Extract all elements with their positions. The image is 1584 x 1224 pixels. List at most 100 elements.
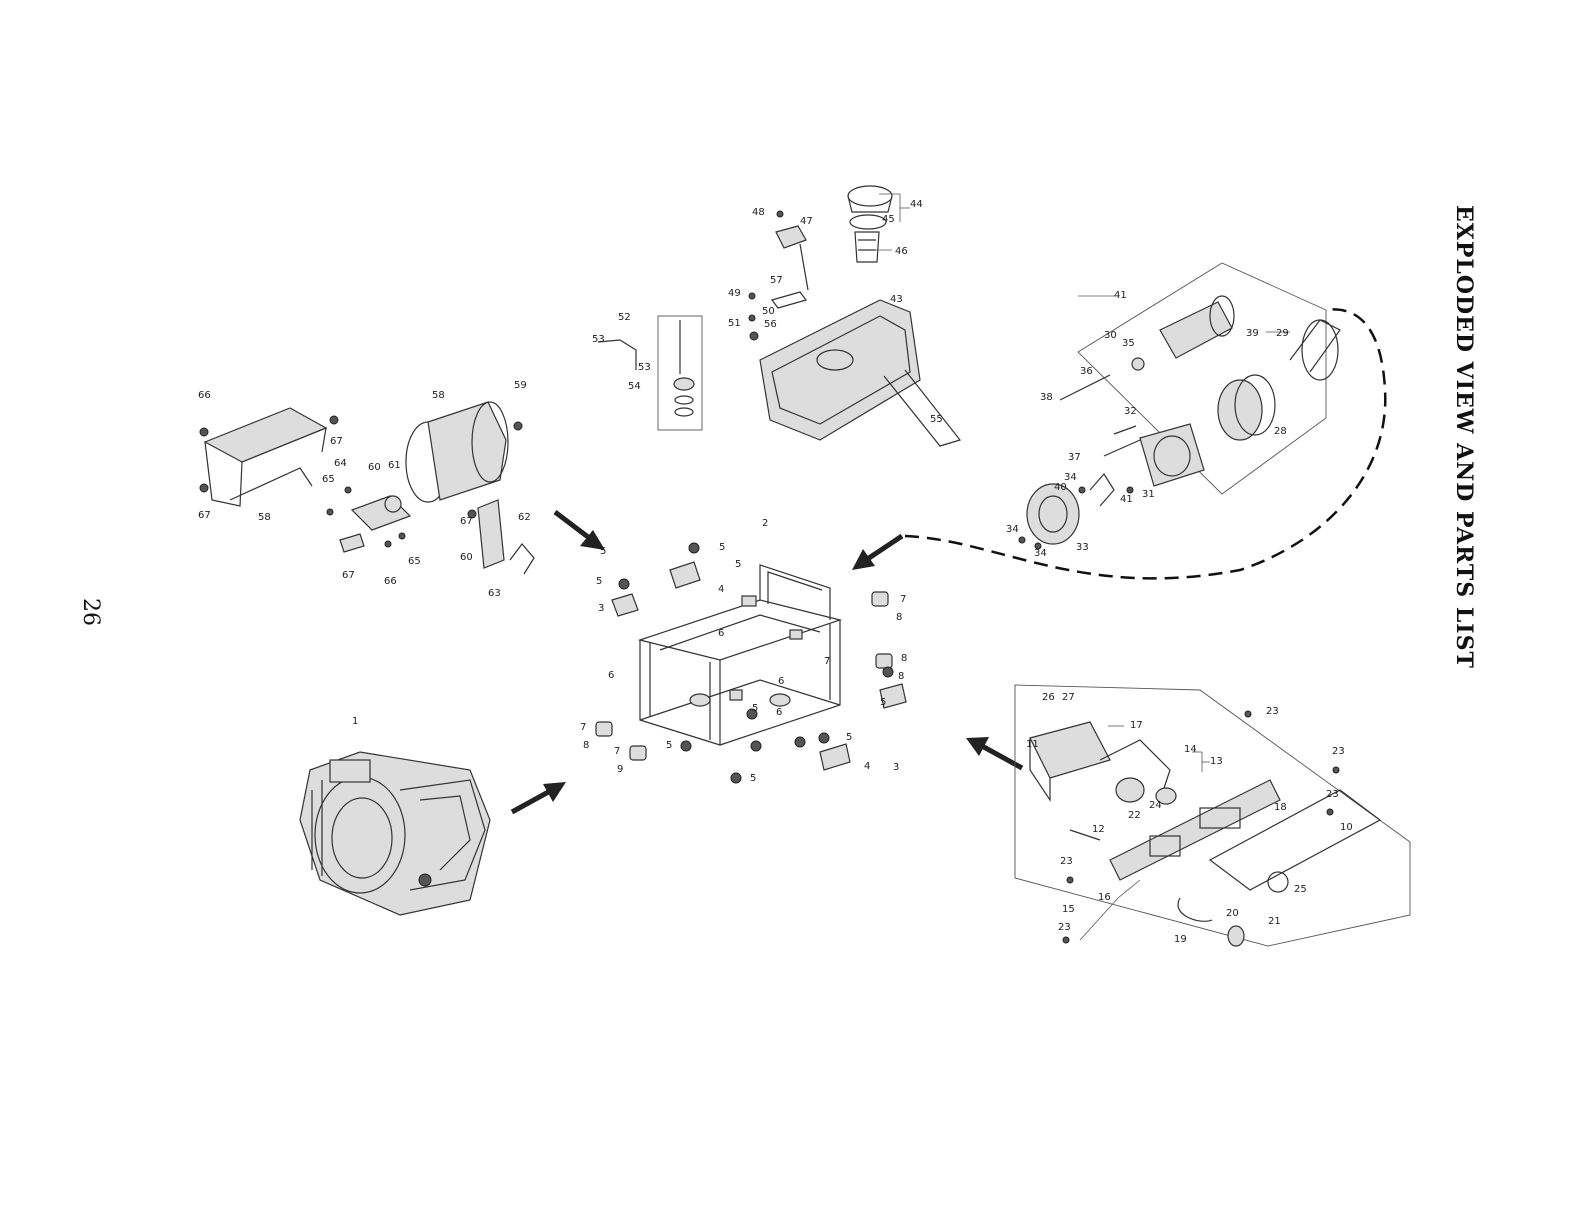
alternator-dashed-connector — [904, 308, 1387, 580]
callout-fuel-tank-56: 56 — [764, 319, 777, 330]
callout-control-panel-12: 12 — [1092, 824, 1105, 835]
callout-control-panel-23: 23 — [1332, 746, 1345, 757]
callout-frame-6: 6 — [608, 670, 614, 681]
callout-frame-8: 8 — [583, 740, 589, 751]
callout-frame-5: 5 — [666, 740, 672, 751]
arrow-engine-to-frame — [510, 782, 566, 815]
callout-alternator-29: 29 — [1276, 328, 1289, 339]
callout-alternator-33: 33 — [1076, 542, 1089, 553]
callout-frame-6: 6 — [778, 676, 784, 687]
callout-muffler-67: 67 — [330, 436, 343, 447]
callout-alternator-34: 34 — [1064, 472, 1077, 483]
callout-alternator-36: 36 — [1080, 366, 1093, 377]
callout-fuel-tank-43: 43 — [890, 294, 903, 305]
callout-frame-3: 3 — [598, 603, 604, 614]
callout-muffler-64: 64 — [334, 458, 347, 469]
callout-alternator-37: 37 — [1068, 452, 1081, 463]
callout-frame-7: 7 — [900, 594, 906, 605]
callout-control-panel-13: 13 — [1210, 756, 1223, 767]
callout-fuel-tank-53: 53 — [592, 334, 605, 345]
callout-frame-6: 6 — [718, 628, 724, 639]
callout-control-panel-14: 14 — [1184, 744, 1197, 755]
callout-muffler-65: 65 — [322, 474, 335, 485]
callout-alternator-32: 32 — [1124, 406, 1137, 417]
callout-muffler-60: 60 — [460, 552, 473, 563]
frame-assembly — [595, 542, 907, 784]
callout-control-panel-18: 18 — [1274, 802, 1287, 813]
callout-control-panel-11: 11 — [1026, 739, 1039, 750]
callout-frame-8: 8 — [896, 612, 902, 623]
engine-assembly — [299, 751, 491, 916]
callout-fuel-tank-51: 51 — [728, 318, 741, 329]
callout-control-panel-10: 10 — [1340, 822, 1353, 833]
callout-frame-7: 7 — [580, 722, 586, 733]
callout-frame-4: 4 — [864, 761, 870, 772]
arrow-alternator-to-frame — [852, 533, 904, 570]
callout-frame-8: 8 — [901, 653, 907, 664]
callout-alternator-39: 39 — [1246, 328, 1259, 339]
callout-labels: 1233445555555556666777788889101112131415… — [198, 199, 1353, 945]
callout-control-panel-23: 23 — [1266, 706, 1279, 717]
arrow-muffler-to-frame — [553, 510, 605, 550]
callout-fuel-tank-48: 48 — [752, 207, 765, 218]
callout-frame-5: 5 — [719, 542, 725, 553]
callout-alternator-30: 30 — [1104, 330, 1117, 341]
alternator-assembly — [1018, 262, 1341, 550]
callout-muffler-58: 58 — [258, 512, 271, 523]
callout-muffler-63: 63 — [488, 588, 501, 599]
callout-alternator-31: 31 — [1142, 489, 1155, 500]
callout-muffler-67: 67 — [198, 510, 211, 521]
callout-muffler-67: 67 — [460, 516, 473, 527]
callout-frame-3: 3 — [893, 762, 899, 773]
callout-muffler-58: 58 — [432, 390, 445, 401]
callout-control-panel-23: 23 — [1058, 922, 1071, 933]
callout-control-panel-17: 17 — [1130, 720, 1143, 731]
callout-muffler-65: 65 — [408, 556, 421, 567]
callout-frame-4: 4 — [718, 584, 724, 595]
callout-control-panel-24: 24 — [1149, 800, 1162, 811]
callout-control-panel-27: 27 — [1062, 692, 1075, 703]
callout-frame-8: 8 — [898, 671, 904, 682]
callout-fuel-tank-44: 44 — [910, 199, 923, 210]
callout-fuel-tank-46: 46 — [895, 246, 908, 257]
callout-control-panel-23: 23 — [1326, 789, 1339, 800]
callout-muffler-60: 60 — [368, 462, 381, 473]
arrow-panel-to-frame — [966, 737, 1024, 771]
callout-frame-5: 5 — [596, 576, 602, 587]
callout-frame-2: 2 — [762, 518, 768, 529]
callout-frame-9: 9 — [617, 764, 623, 775]
callout-fuel-tank-55: 55 — [930, 414, 943, 425]
callout-control-panel-19: 19 — [1174, 934, 1187, 945]
callout-frame-6: 6 — [776, 707, 782, 718]
callout-fuel-tank-53: 53 — [638, 362, 651, 373]
callout-control-panel-15: 15 — [1062, 904, 1075, 915]
callout-control-panel-23: 23 — [1060, 856, 1073, 867]
callout-frame-5: 5 — [880, 697, 886, 708]
callout-control-panel-26: 26 — [1042, 692, 1055, 703]
callout-frame-5: 5 — [735, 559, 741, 570]
callout-muffler-62: 62 — [518, 512, 531, 523]
callout-alternator-28: 28 — [1274, 426, 1287, 437]
callout-alternator-41: 41 — [1120, 494, 1133, 505]
callout-alternator-35: 35 — [1122, 338, 1135, 349]
callout-fuel-tank-49: 49 — [728, 288, 741, 299]
callout-alternator-34: 34 — [1006, 524, 1019, 535]
leader-lines — [874, 193, 1290, 941]
callout-muffler-66: 66 — [198, 390, 211, 401]
callout-frame-7: 7 — [614, 746, 620, 757]
callout-frame-5: 5 — [846, 732, 852, 743]
callout-control-panel-22: 22 — [1128, 810, 1141, 821]
callout-frame-5: 5 — [750, 773, 756, 784]
callout-frame-5: 5 — [600, 546, 606, 557]
page-title: EXPLODED VIEW AND PARTS LIST — [1451, 205, 1477, 669]
callout-muffler-61: 61 — [388, 460, 401, 471]
callout-frame-7: 7 — [824, 656, 830, 667]
callout-alternator-34: 34 — [1034, 548, 1047, 559]
callout-alternator-41: 41 — [1114, 290, 1127, 301]
control-panel-assembly — [1014, 684, 1411, 947]
callout-muffler-67: 67 — [342, 570, 355, 581]
callout-control-panel-20: 20 — [1226, 908, 1239, 919]
callout-fuel-tank-52: 52 — [618, 312, 631, 323]
fuel-tank-assembly — [597, 185, 962, 447]
